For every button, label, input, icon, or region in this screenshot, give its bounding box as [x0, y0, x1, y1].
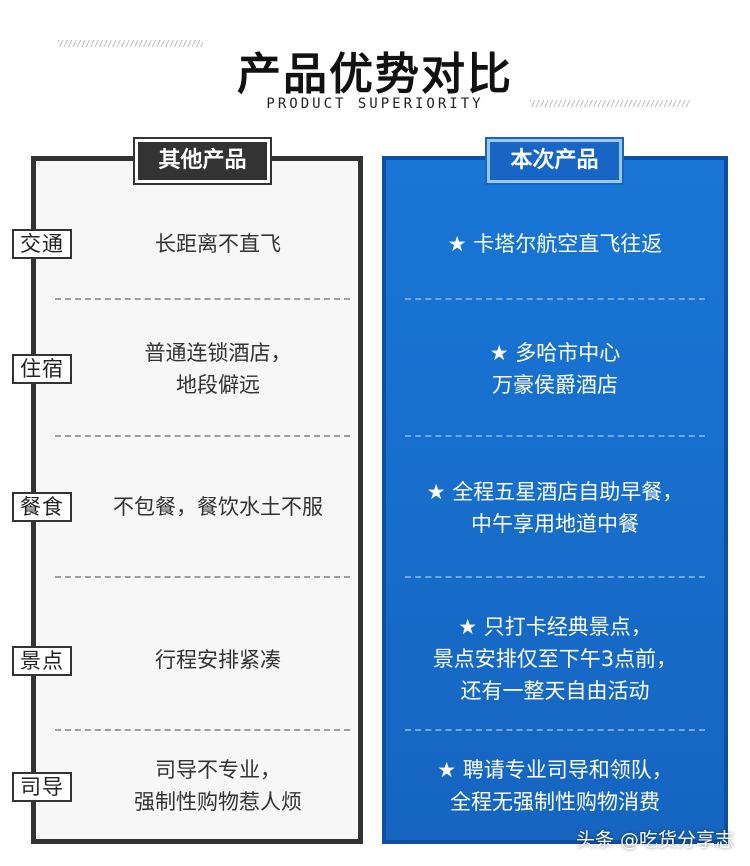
page-title: 产品优势对比: [237, 49, 513, 100]
other-guide: 司导不专业， 强制性购物惹人烦: [76, 752, 360, 820]
ours-meals-line: ★ 全程五星酒店自助早餐，: [426, 480, 684, 504]
ours-attractions-line: ★ 只打卡经典景点，: [458, 615, 652, 639]
divider: [55, 729, 350, 731]
decor-hatch-top-left: [58, 40, 203, 47]
row-label-transport: 交通: [12, 229, 72, 259]
divider: [405, 729, 705, 731]
decor-hatch-bottom-right: [530, 100, 690, 107]
page-subtitle: PRODUCT SUPERIORITY: [266, 96, 484, 112]
other-lodging-line: 地段僻远: [176, 373, 260, 397]
this-product-header: 本次产品: [485, 137, 624, 185]
ours-meals: ★ 全程五星酒店自助早餐， 中午享用地道中餐: [386, 474, 724, 542]
row-label-guide: 司导: [12, 772, 72, 802]
ours-lodging-line: 万豪侯爵酒店: [492, 373, 618, 397]
other-transport-line: 长距离不直飞: [155, 232, 281, 256]
other-guide-line: 司导不专业，: [155, 758, 281, 782]
other-guide-line: 强制性购物惹人烦: [134, 790, 302, 814]
divider: [405, 576, 705, 578]
ours-lodging-line: ★ 多哈市中心: [489, 341, 621, 365]
ours-transport-line: ★ 卡塔尔航空直飞往返: [447, 232, 663, 256]
divider: [405, 298, 705, 300]
row-label-meals: 餐食: [12, 492, 72, 522]
ours-meals-line: 中午享用地道中餐: [471, 512, 639, 536]
ours-attractions-line: 景点安排仅至下午3点前，: [432, 647, 678, 671]
other-meals: 不包餐，餐饮水土不服: [76, 485, 360, 529]
ours-attractions: ★ 只打卡经典景点， 景点安排仅至下午3点前， 还有一整天自由活动: [386, 610, 724, 708]
other-meals-line: 不包餐，餐饮水土不服: [113, 495, 323, 519]
other-attractions: 行程安排紧凑: [76, 638, 360, 682]
ours-attractions-line: 还有一整天自由活动: [460, 679, 650, 703]
ours-guide-line: ★ 聘请专业司导和领队，: [437, 758, 673, 782]
divider: [55, 298, 350, 300]
row-label-attractions: 景点: [12, 646, 72, 676]
divider: [55, 576, 350, 578]
row-label-lodging: 住宿: [12, 354, 72, 384]
other-lodging-line: 普通连锁酒店，: [144, 341, 292, 365]
watermark: 头条 @吃货分享志: [575, 829, 734, 851]
ours-transport: ★ 卡塔尔航空直飞往返: [386, 222, 724, 266]
divider: [405, 435, 705, 437]
ours-guide-line: 全程无强制性购物消费: [450, 790, 660, 814]
other-attractions-line: 行程安排紧凑: [155, 648, 281, 672]
other-lodging: 普通连锁酒店， 地段僻远: [76, 335, 360, 403]
ours-guide: ★ 聘请专业司导和领队， 全程无强制性购物消费: [386, 752, 724, 820]
ours-lodging: ★ 多哈市中心 万豪侯爵酒店: [386, 335, 724, 403]
other-products-header: 其他产品: [133, 137, 272, 185]
divider: [55, 435, 350, 437]
other-transport: 长距离不直飞: [76, 222, 360, 266]
